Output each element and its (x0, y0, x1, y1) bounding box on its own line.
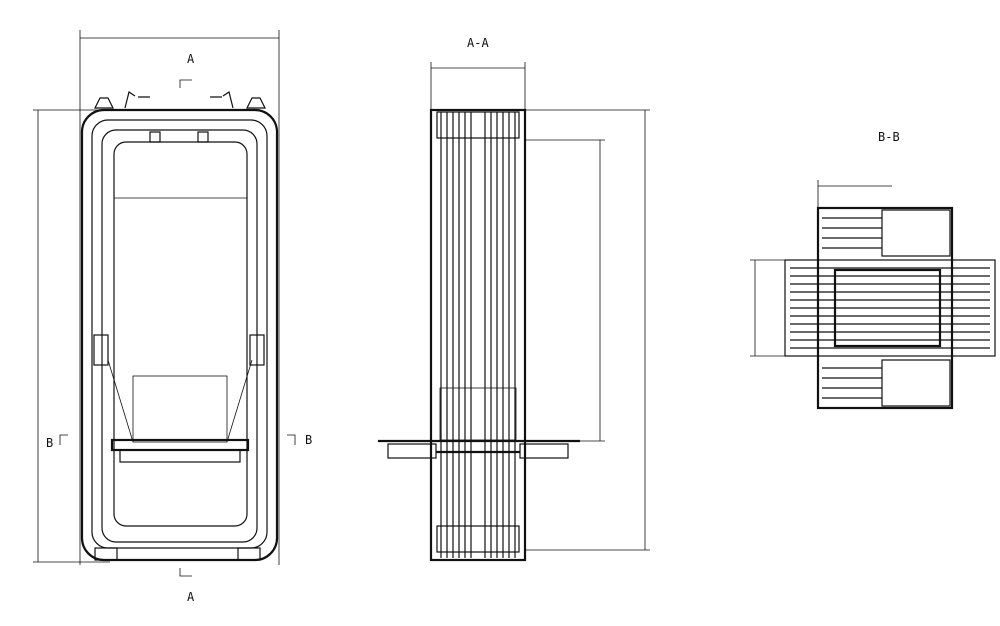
section-a-a: A-A (378, 36, 650, 562)
front-view: A A B B (33, 30, 312, 604)
section-mark-a-top: A (187, 52, 195, 66)
section-mark-b-left: B (46, 436, 53, 450)
section-mark-b-right: B (305, 433, 312, 447)
section-mark-a-bottom: A (187, 590, 195, 604)
section-b-b-title: B-B (878, 130, 900, 144)
section-a-a-title: A-A (467, 36, 489, 50)
section-b-b: B-B (750, 130, 996, 410)
